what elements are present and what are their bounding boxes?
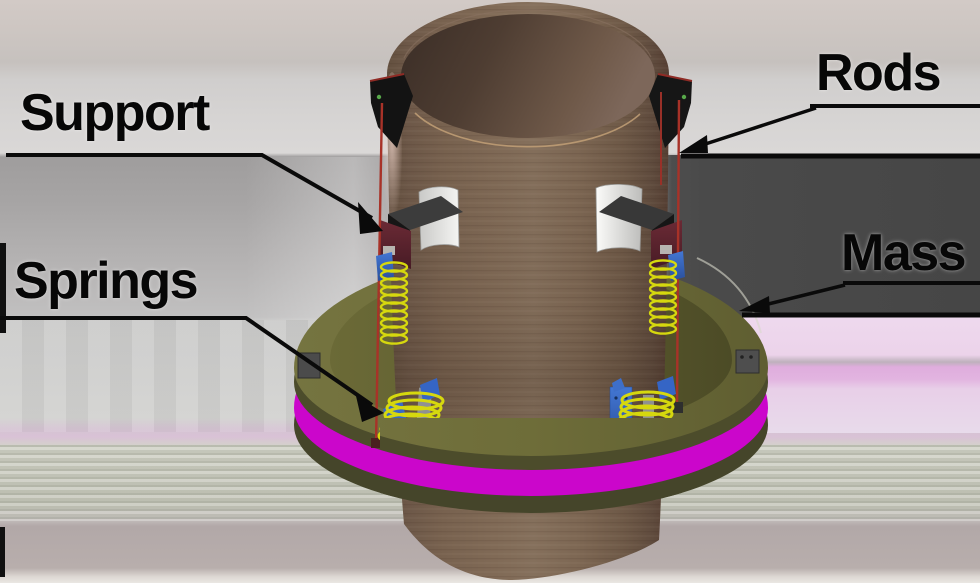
support-arrowhead: [358, 202, 383, 234]
rods-leader-line: [689, 106, 817, 151]
rod-bracket-right: [649, 73, 693, 148]
ring-mounting-block-right: [735, 349, 760, 374]
mass-ring: [294, 255, 768, 513]
spring-upper-right: [648, 259, 678, 335]
hanger-right: [660, 245, 672, 254]
rods-arrowhead: [679, 135, 708, 153]
background-vertical-stripes: [0, 320, 345, 432]
label-support: Support: [20, 84, 210, 142]
label-mass: Mass: [841, 224, 967, 282]
label-springs: Springs: [14, 252, 199, 310]
photo-edge-sliver: [0, 527, 5, 577]
indicator-dot: [376, 94, 382, 100]
indicator-dot: [681, 94, 687, 100]
mass-arrowhead: [739, 296, 770, 313]
support-leader-line: [6, 153, 373, 220]
spring-clamp-upper-left: [376, 252, 394, 281]
annotation-arrowheads: [356, 135, 770, 422]
rod-end-left: [371, 438, 381, 448]
photo-edge-sliver: [0, 243, 6, 333]
annotation-lines: [0, 104, 980, 407]
post-right: [643, 395, 654, 428]
label-rods: Rods: [816, 44, 942, 102]
rod-end-right: [672, 402, 683, 413]
springs-leader-line: [0, 316, 374, 407]
spring-upper-left: [379, 261, 409, 345]
hanger-left: [383, 246, 395, 255]
ring-inner-highlight: [696, 257, 762, 334]
springs-arrowhead: [356, 396, 384, 422]
cylinder-inner-wall: [401, 14, 655, 138]
